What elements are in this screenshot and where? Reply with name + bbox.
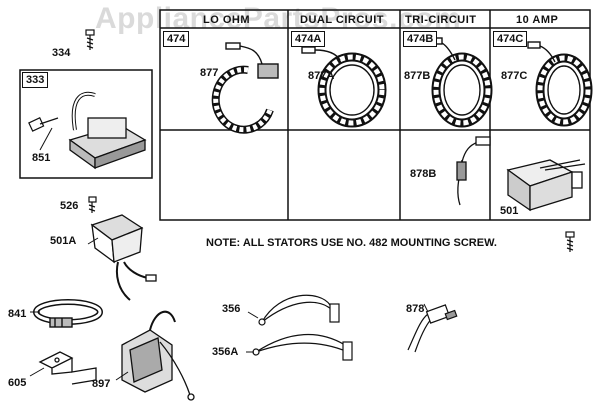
wire-356 — [258, 294, 340, 326]
tag-474B: 474B — [403, 31, 438, 47]
screw-482-icon — [565, 231, 575, 252]
rectifier-501A — [90, 214, 157, 301]
part-label-334: 334 — [52, 47, 71, 59]
diode-878B — [456, 136, 491, 206]
mounting-screw-note: NOTE: ALL STATORS USE NO. 482 MOUNTING S… — [206, 237, 497, 249]
part-label-877C: 877C — [501, 70, 528, 82]
leader-lines — [29, 127, 429, 381]
tag-474C: 474C — [493, 31, 528, 47]
regulator-501 — [506, 159, 586, 212]
stator-877A — [301, 46, 387, 128]
part-label-851: 851 — [32, 152, 51, 164]
stator-877 — [211, 42, 279, 134]
kit-333-box — [19, 69, 153, 179]
stator-877C — [527, 41, 593, 127]
part-label-877: 877 — [200, 67, 219, 79]
plug-878 — [407, 304, 458, 353]
part-label-605: 605 — [8, 377, 27, 389]
terminal-851 — [28, 117, 59, 132]
tag-474A: 474A — [291, 31, 326, 47]
wire-356A — [252, 334, 353, 361]
stator-877B — [429, 37, 493, 128]
part-label-501A: 501A — [50, 235, 77, 247]
part-label-897: 897 — [92, 378, 111, 390]
screw-526 — [88, 196, 97, 213]
part-label-356: 356 — [222, 303, 241, 315]
part-label-841: 841 — [8, 308, 27, 320]
clamp-841 — [33, 299, 103, 328]
part-label-333: 333 — [22, 72, 49, 88]
coil-897 — [121, 310, 195, 401]
part-label-878B: 878B — [410, 168, 437, 180]
header-10-amp: 10 AMP — [516, 14, 559, 26]
screw-334 — [85, 29, 95, 50]
header-dual-circuit: DUAL CIRCUIT — [300, 14, 385, 26]
part-label-877B: 877B — [404, 70, 431, 82]
part-label-501: 501 — [500, 205, 519, 217]
bracket-605 — [38, 351, 97, 385]
header-lo-ohm: LO OHM — [203, 14, 250, 26]
part-label-526: 526 — [60, 200, 79, 212]
part-label-877A: 877A — [308, 70, 335, 82]
armature-333 — [68, 91, 147, 170]
header-tri-circuit: TRI-CIRCUIT — [405, 14, 477, 26]
part-label-356A: 356A — [212, 346, 239, 358]
part-label-878: 878 — [406, 303, 425, 315]
tag-474: 474 — [163, 31, 190, 47]
